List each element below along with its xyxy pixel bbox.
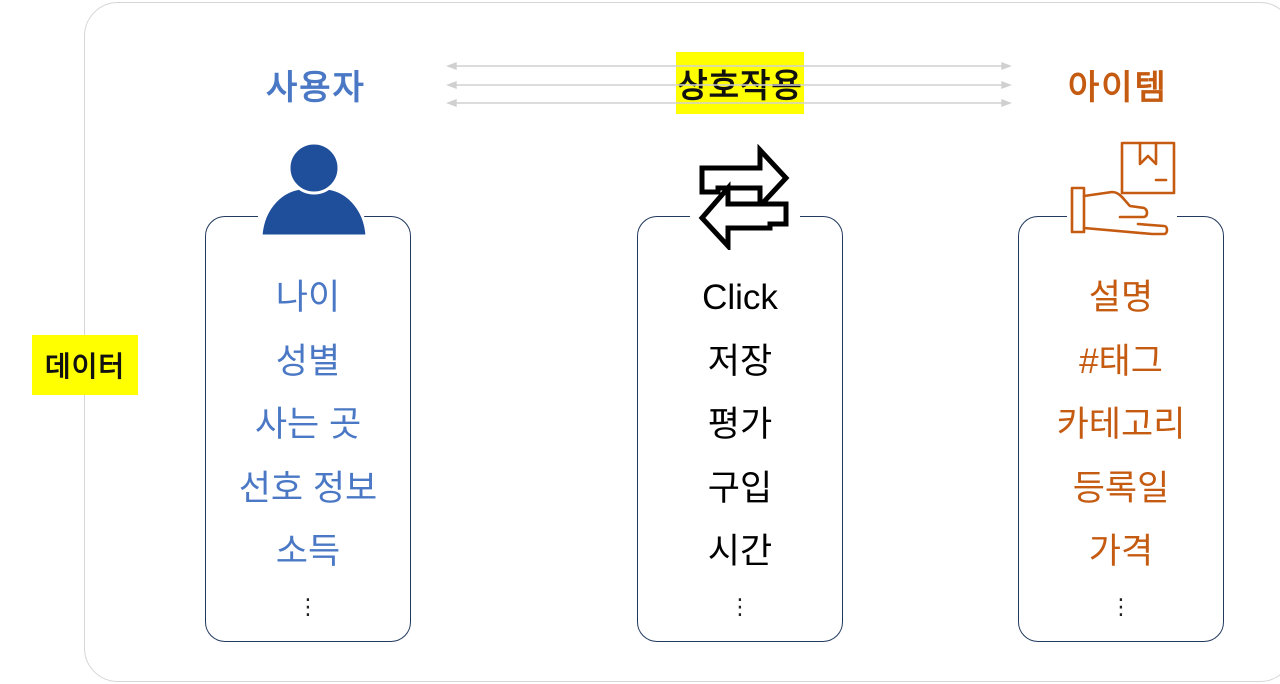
- ellipsis: ⋮: [1110, 595, 1132, 620]
- list-item: 사는 곳: [254, 405, 362, 444]
- list-item: 구입: [707, 468, 773, 508]
- data-label: 데이터: [32, 335, 138, 395]
- list-item: 저장: [707, 341, 773, 381]
- item-title: 아이템: [1068, 68, 1168, 108]
- item-attributes-box: 설명 #태그 카테고리 등록일 가격 ⋮: [1018, 213, 1224, 642]
- list-item: 나이: [275, 278, 341, 317]
- user-attributes-box: 나이 성별 사는 곳 선호 정보 소득 ⋮: [205, 213, 411, 642]
- connector-arrows: [446, 61, 1012, 108]
- ellipsis: ⋮: [729, 595, 751, 620]
- item-attribute-list: 설명 #태그 카테고리 등록일 가격: [1019, 266, 1223, 584]
- hand-box-icon: [1070, 141, 1176, 236]
- list-item: 등록일: [1072, 468, 1170, 508]
- list-item: 가격: [1088, 532, 1154, 571]
- list-item: 성별: [275, 341, 341, 381]
- list-item: #태그: [1079, 341, 1163, 381]
- interaction-attributes-box: Click 저장 평가 구입 시간 ⋮: [637, 213, 843, 642]
- user-title: 사용자: [266, 68, 366, 108]
- user-attribute-list: 나이 성별 사는 곳 선호 정보 소득: [206, 266, 410, 584]
- swap-arrows-icon: [698, 144, 790, 250]
- list-item: 평가: [707, 405, 773, 444]
- interaction-attribute-list: Click 저장 평가 구입 시간: [638, 266, 842, 584]
- list-item: 설명: [1088, 278, 1154, 317]
- ellipsis: ⋮: [297, 595, 319, 620]
- list-item: 소득: [275, 532, 341, 571]
- list-item: 선호 정보: [238, 468, 378, 508]
- list-item: 시간: [707, 532, 773, 571]
- person-icon: [259, 142, 369, 238]
- list-item: 카테고리: [1056, 405, 1186, 444]
- list-item: Click: [702, 278, 778, 317]
